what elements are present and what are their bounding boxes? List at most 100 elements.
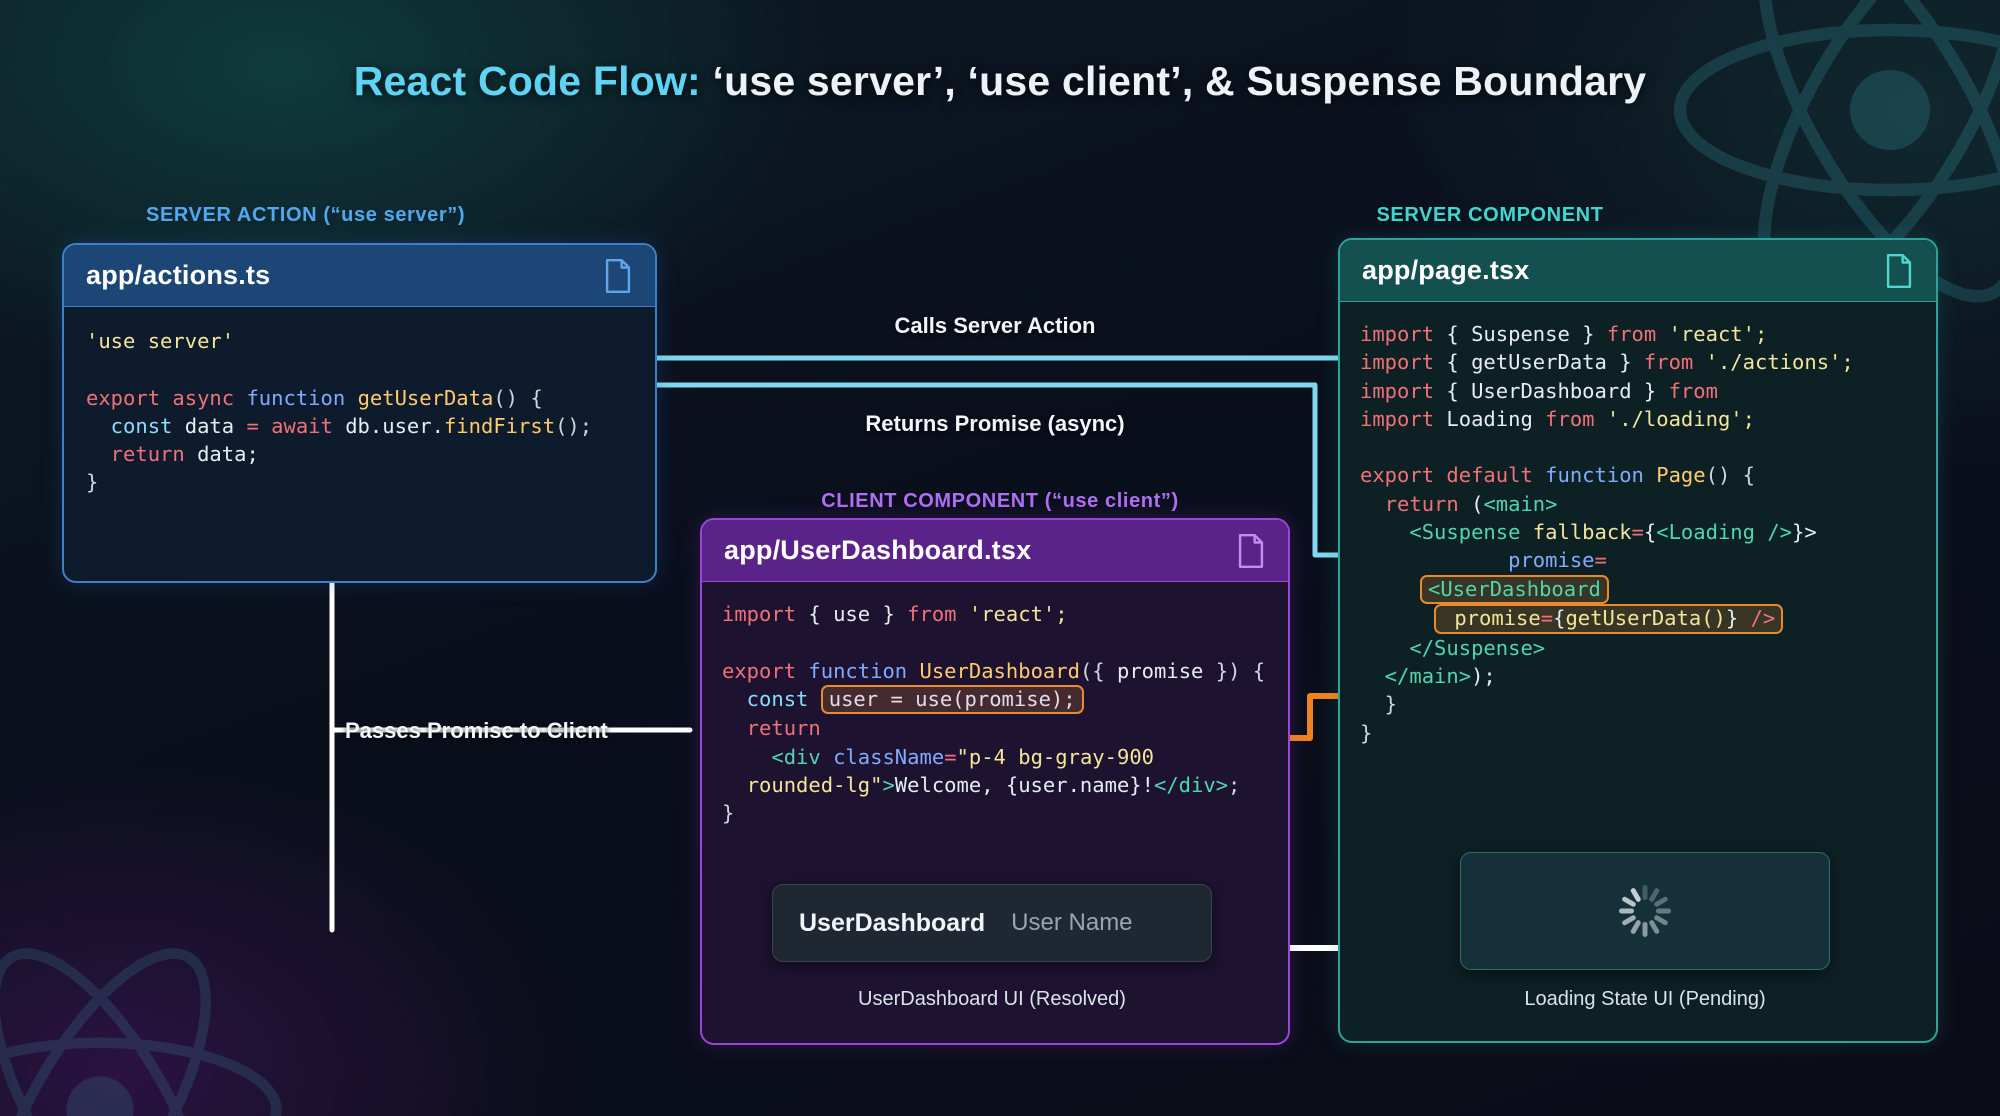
code-line [722,628,1268,656]
code-token: import [1360,350,1447,375]
code-token: } [722,801,735,826]
panel-header-page: app/page.tsx [1340,240,1936,302]
code-token: = [1540,606,1554,631]
code-token: () { [1705,463,1755,488]
panel-filename-actions: app/actions.ts [86,260,271,290]
code-token: UserDashboard [919,658,1080,683]
code-line: promise= [1360,546,1916,574]
code-token: data; [197,442,259,467]
highlight-box: <UserDashboard [1420,574,1609,605]
code-token: default [1446,463,1546,488]
code-line: const user = use(promise); [722,684,1268,715]
code-block-dashboard: import { use } from 'react'; export funct… [702,582,1288,846]
code-token: <UserDashboard [1428,576,1601,601]
caption-userdashboard-ui: UserDashboard UI (Resolved) [858,988,1126,1010]
code-token: </Suspense> [1360,635,1546,660]
code-line: export default function Page() { [1360,461,1916,489]
panel-server-action[interactable]: app/actions.ts 'use server' export async … [62,243,657,583]
loading-ui-box[interactable] [1460,852,1830,970]
code-token: export [722,658,809,683]
title-accent: React Code Flow: [353,58,701,104]
code-token: { [1643,519,1657,544]
code-token: promise [1442,606,1541,631]
code-token: './actions'; [1705,350,1854,375]
code-token: Welcome, {user.name}! [894,773,1154,798]
title-rest: ‘use server’, ‘use client’, & Suspense B… [700,58,1647,104]
highlight-box: promise={getUserData()} /> [1434,604,1784,634]
code-token: from [1545,406,1607,431]
code-line: <div className="p-4 bg-gray-900 [722,743,1268,771]
code-line: return data; [86,440,633,468]
code-token: fallback [1532,519,1632,544]
panel-filename-dashboard: app/UserDashboard.tsx [724,535,1032,565]
code-token: = [1631,519,1644,544]
code-token: function [246,385,358,410]
code-line: import { Suspense } from 'react'; [1360,320,1916,348]
code-token: getUserData() [1565,606,1726,631]
code-token: </main> [1360,664,1472,689]
caption-loading-ui: Loading State UI (Pending) [1524,988,1766,1010]
spinner-tick [1619,908,1634,914]
code-line: import { use } from 'react'; [722,600,1268,628]
code-token: 'use server' [86,329,235,353]
code-token: { [1553,606,1566,631]
code-line: return (<main> [1360,490,1916,518]
code-token: return [86,442,198,467]
code-token: data [184,413,247,438]
code-token: import [1360,406,1447,431]
code-token: Page [1656,463,1706,488]
code-token: 'react'; [968,602,1068,626]
code-token: <div [722,744,834,769]
code-line: return [722,714,1268,742]
code-token: findFirst [443,413,556,438]
code-token: ({ [1079,658,1117,683]
code-token: export [1360,463,1447,488]
code-line: export async function getUserData() { [86,384,633,412]
code-line: } [1360,690,1916,718]
code-token: function [808,658,920,683]
code-token: = [1594,548,1607,573]
code-token: /> [1738,606,1776,631]
code-line [86,355,633,383]
code-token: 'react'; [1668,322,1768,346]
code-token: import [1360,378,1447,403]
code-token: export [86,385,173,410]
userdashboard-ui-label: UserDashboard [799,908,986,937]
spinner-tick [1642,922,1648,937]
code-token: } [1725,606,1739,631]
code-token: ( [1471,491,1484,516]
panel-header-dashboard: app/UserDashboard.tsx [702,520,1288,582]
code-token: db.user. [345,413,444,438]
code-token: { getUserData } [1446,350,1644,375]
highlight-box: user = use(promise); [820,684,1084,715]
code-token: () { [493,385,543,410]
code-token: from [907,602,969,626]
code-token: } [1360,692,1398,717]
panel-filename-page: app/page.tsx [1362,255,1530,285]
spinner-tick [1656,908,1671,914]
code-token: async [172,385,247,410]
caption-server-action: SERVER ACTION (“use server”) [146,204,466,226]
code-line: import Loading from './loading'; [1360,405,1916,433]
code-token: (); [555,413,593,438]
userdashboard-ui-value: User Name [1011,909,1133,936]
code-token: { Suspense } [1446,322,1607,346]
code-line: } [722,799,1268,827]
code-token: "p-4 bg-gray-900 [956,744,1155,769]
code-token: const [86,413,185,438]
code-line: } [86,468,633,496]
code-line: const data = await db.user.findFirst(); [86,412,633,440]
code-token: return [1360,491,1472,516]
code-token: rounded-lg" [722,773,883,798]
code-token: }) { [1203,658,1266,683]
code-token: import [722,602,809,626]
code-token: promise [1116,658,1204,683]
code-line: import { getUserData } from './actions'; [1360,348,1916,376]
panel-client-component[interactable]: app/UserDashboard.tsx import { use } fro… [700,518,1290,1045]
code-token: promise [1360,548,1595,573]
code-token: return [722,716,821,741]
code-line: 'use server' [86,327,633,355]
code-token: await [271,413,346,438]
userdashboard-ui-box[interactable]: UserDashboard User Name [772,884,1212,962]
code-token: } [1360,720,1373,745]
